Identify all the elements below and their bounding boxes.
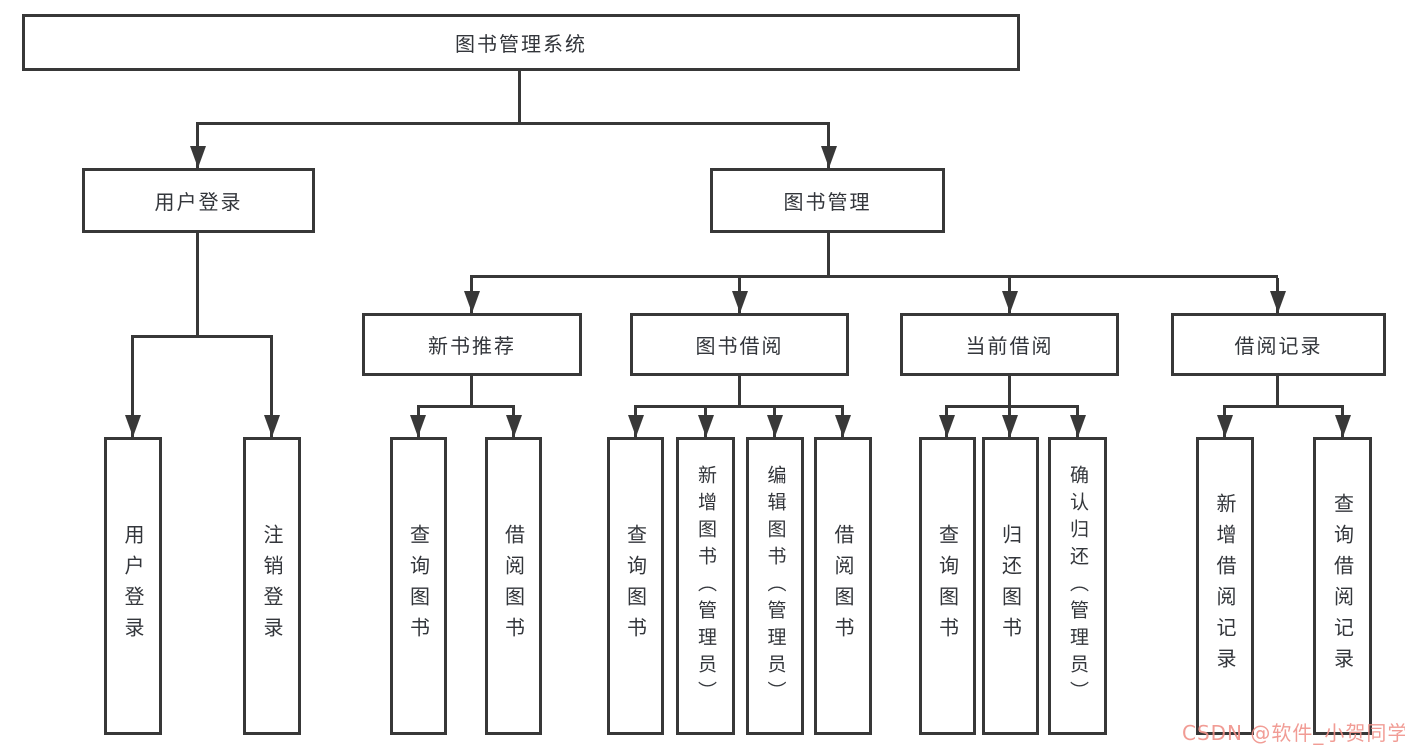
node-current-borrowing: 当前借阅 [900,313,1119,376]
connector-line [518,70,521,122]
arrow-down-icon [767,415,783,437]
connector-line [470,376,473,407]
node-label: 编辑图书（管理员） [764,464,787,708]
node-label: 图书管理系统 [455,32,587,56]
connector-line [270,338,273,437]
arrow-down-icon [698,415,714,437]
leaf-add-book-admin: 新增图书（管理员） [676,437,735,735]
arrow-down-icon [628,415,644,437]
leaf-user-login: 用户登录 [104,437,162,735]
arrow-down-icon [1002,291,1018,313]
node-new-book-recommend: 新书推荐 [362,313,582,376]
node-label: 新增图书（管理员） [695,464,717,708]
arrow-down-icon [939,415,955,437]
connector-line [1008,376,1011,407]
leaf-borrow-books-borrowing: 借阅图书 [814,437,872,735]
node-label: 新增借阅记录 [1213,493,1237,679]
node-label: 新书推荐 [428,334,516,358]
leaf-query-books-recommend: 查询图书 [390,437,447,735]
arrow-down-icon [464,291,480,313]
connector-line [131,335,273,338]
connector-line [738,376,741,407]
arrow-down-icon [1217,415,1233,437]
leaf-query-books-borrowing: 查询图书 [607,437,664,735]
connector-line [827,233,830,277]
connector-line [1276,376,1279,407]
node-label: 查询借阅记录 [1330,493,1355,679]
arrow-down-icon [1270,291,1286,313]
node-book-management: 图书管理 [710,168,945,233]
arrow-down-icon [821,146,837,168]
node-label: 借阅记录 [1234,334,1323,358]
node-label: 图书借阅 [695,334,784,358]
arrow-down-icon [1335,415,1351,437]
node-label: 查询图书 [623,524,648,648]
connector-line [131,338,134,437]
leaf-borrow-books-recommend: 借阅图书 [485,437,542,735]
connector-line [1223,405,1344,408]
connector-line [634,405,844,408]
node-label: 归还图书 [998,524,1023,648]
connector-line [196,122,830,125]
node-label: 借阅图书 [831,524,855,648]
arrow-down-icon [835,415,851,437]
node-label: 注销登录 [260,524,284,648]
arrow-down-icon [506,415,522,437]
arrow-down-icon [264,415,280,437]
connector-line [470,275,1278,278]
arrow-down-icon [732,291,748,313]
arrow-down-icon [1070,415,1086,437]
arrow-down-icon [1002,415,1018,437]
connector-line [196,233,199,337]
connector-line [417,405,515,408]
node-label: 查询图书 [935,524,960,648]
node-label: 当前借阅 [965,334,1054,358]
node-library-management-system: 图书管理系统 [22,14,1020,71]
node-book-borrowing: 图书借阅 [630,313,849,376]
arrow-down-icon [190,146,206,168]
leaf-query-borrow-record: 查询借阅记录 [1313,437,1372,735]
leaf-return-book: 归还图书 [982,437,1039,735]
node-label: 查询图书 [406,524,431,648]
watermark: CSDN @软件_小贺同学 [1182,721,1405,745]
node-borrowing-records: 借阅记录 [1171,313,1386,376]
arrow-down-icon [410,415,426,437]
node-label: 图书管理 [783,190,872,214]
node-label: 确认归还（管理员） [1067,464,1089,708]
node-label: 用户登录 [121,524,145,648]
node-label: 借阅图书 [501,524,526,648]
node-user-login: 用户登录 [82,168,315,233]
connector-line [945,405,1079,408]
leaf-logout: 注销登录 [243,437,301,735]
leaf-query-books-current: 查询图书 [919,437,976,735]
arrow-down-icon [125,415,141,437]
leaf-edit-book-admin: 编辑图书（管理员） [746,437,804,735]
leaf-confirm-return-admin: 确认归还（管理员） [1048,437,1107,735]
leaf-add-borrow-record: 新增借阅记录 [1196,437,1254,735]
node-label: 用户登录 [154,190,243,214]
